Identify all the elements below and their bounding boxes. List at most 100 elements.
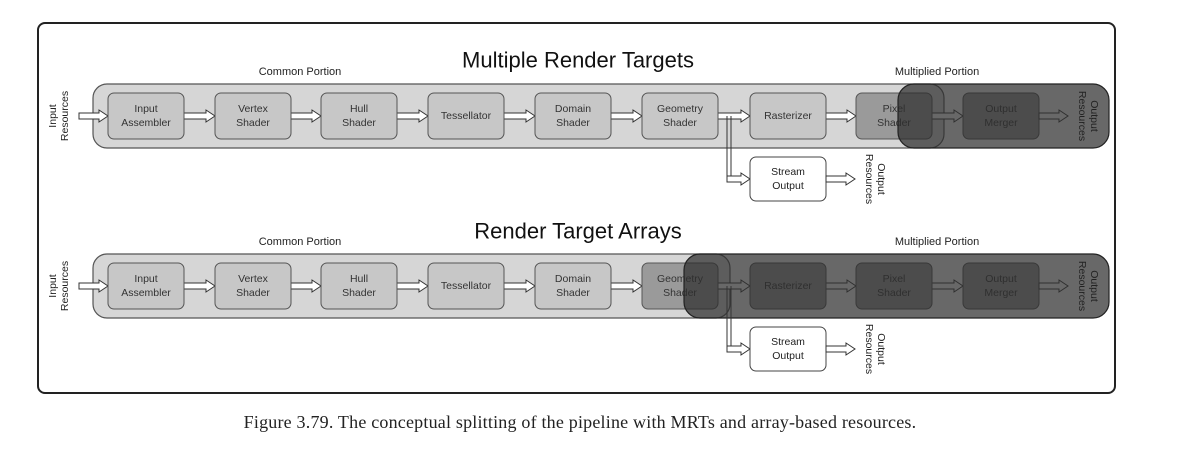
stage-arrow-shape [396,279,429,293]
stage-tessellator: Tessellator [427,92,505,140]
common-portion-label: Common Portion [259,66,342,78]
stage-arrow [290,109,322,123]
stage-label-line: Input [134,103,157,115]
stream-arrow-shape [726,172,751,186]
input-arrow-shape [78,279,109,293]
stage-box [534,262,612,310]
section-title: Multiple Render Targets [462,48,694,73]
stage-label-line: Shader [556,117,590,129]
stage-box [107,92,185,140]
output-resources-label-line: Output [1088,270,1100,302]
stage-arrow [183,109,216,123]
stage-arrow [825,109,857,123]
stage-arrow-shape [825,109,857,123]
stage-label: Tessellator [441,110,492,122]
stream-output-label-line: Output [772,180,804,192]
stage-box [749,92,827,140]
stream-output-arrow [825,342,856,356]
stage-arrow [610,279,643,293]
stage-arrow-shape [290,279,322,293]
input-resources-label-line: Resources [59,261,71,311]
stage-label-line: Vertex [238,103,269,115]
stage-label-line: Input [134,273,157,285]
stream-output-label-line: Output [772,350,804,362]
stage-label-line: Domain [555,103,591,115]
input-resources-label-line: Input [47,104,59,127]
stage-label-line: Domain [555,273,591,285]
multiplied-portion-label: Multiplied Portion [895,66,979,78]
common-portion-label: Common Portion [259,236,342,248]
stage-label-line: Shader [556,287,590,299]
stage-arrow-shape [183,279,216,293]
stage-arrow-shape [610,279,643,293]
stage-label-line: Geometry [657,103,704,115]
stream-arrow [726,172,751,186]
stream-branch-line [726,116,732,179]
output-resources-label-line: Resources [1076,91,1088,141]
stream-output-resources-label-line: Output [875,163,887,195]
output-resources-label-line: Output [1088,100,1100,132]
stage-label: Tessellator [441,280,492,292]
stage-box [320,92,398,140]
stage-label-line: Assembler [121,117,171,129]
stage-box [427,92,505,140]
stage-label-line: Vertex [238,273,269,285]
figure-caption: Figure 3.79. The conceptual splitting of… [243,412,917,432]
stream-output-resources-label-line: Output [875,333,887,365]
stream-output-resources-label-line: Resources [863,154,875,204]
stage-arrow [717,109,751,123]
stage-arrow-shape [503,279,536,293]
stream-output-resources-label-line: Resources [863,324,875,374]
section-title: Render Target Arrays [474,219,681,244]
stream-output-label-line: Stream [771,336,805,348]
stage-tessellator: Tessellator [427,262,505,310]
stream-output-box [749,326,827,372]
stage-box [214,262,292,310]
multiplied-portion-region [683,253,1110,319]
stage-label-line: Shader [342,117,376,129]
stage-arrow [396,109,429,123]
stream-output-arrow [825,172,856,186]
input-arrow [78,279,109,293]
stream-output-label-line: Stream [771,166,805,178]
stage-arrow-shape [290,109,322,123]
stage-label-line: Hull [350,273,368,285]
input-arrow [78,109,109,123]
stage-label-line: Tessellator [441,280,492,292]
output-resources-label-line: Resources [1076,261,1088,311]
stage-box [214,92,292,140]
stream-branch-line [726,286,732,349]
input-arrow-shape [78,109,109,123]
stage-label-line: Hull [350,103,368,115]
stage-box [641,92,719,140]
stage-label-line: Shader [236,287,270,299]
stage-arrow [503,279,536,293]
stage-box [107,262,185,310]
stage-arrow [396,279,429,293]
stage-box [427,262,505,310]
